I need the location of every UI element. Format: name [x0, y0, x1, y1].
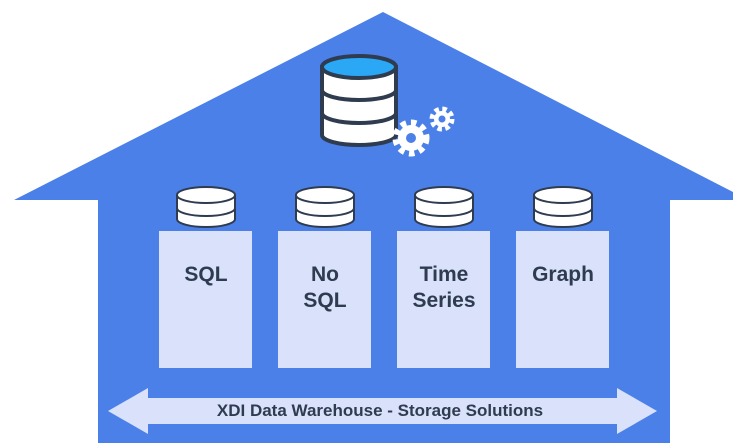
column-time-series	[397, 186, 490, 368]
column-label-time-series: Time Series	[412, 263, 476, 312]
database-icon	[320, 54, 398, 147]
column-nosql	[278, 186, 371, 368]
small-gear-icon	[429, 106, 455, 132]
database-icon	[414, 186, 474, 228]
double-arrow	[108, 388, 657, 434]
large-gear-icon	[392, 119, 430, 157]
database-icon	[176, 186, 236, 228]
column-panel	[397, 231, 490, 368]
column-sql	[159, 186, 252, 368]
arrow-label: XDI Data Warehouse - Storage Solutions	[216, 401, 544, 420]
column-label-nosql: No SQL	[303, 263, 347, 312]
column-label-sql: SQL	[184, 263, 228, 286]
column-panel	[278, 231, 371, 368]
column-graph	[516, 186, 609, 368]
column-panel	[516, 231, 609, 368]
column-label-graph: Graph	[532, 263, 594, 286]
database-icon	[295, 186, 355, 228]
column-panel	[159, 231, 252, 368]
database-icon	[533, 186, 593, 228]
gears-icon	[392, 106, 455, 157]
